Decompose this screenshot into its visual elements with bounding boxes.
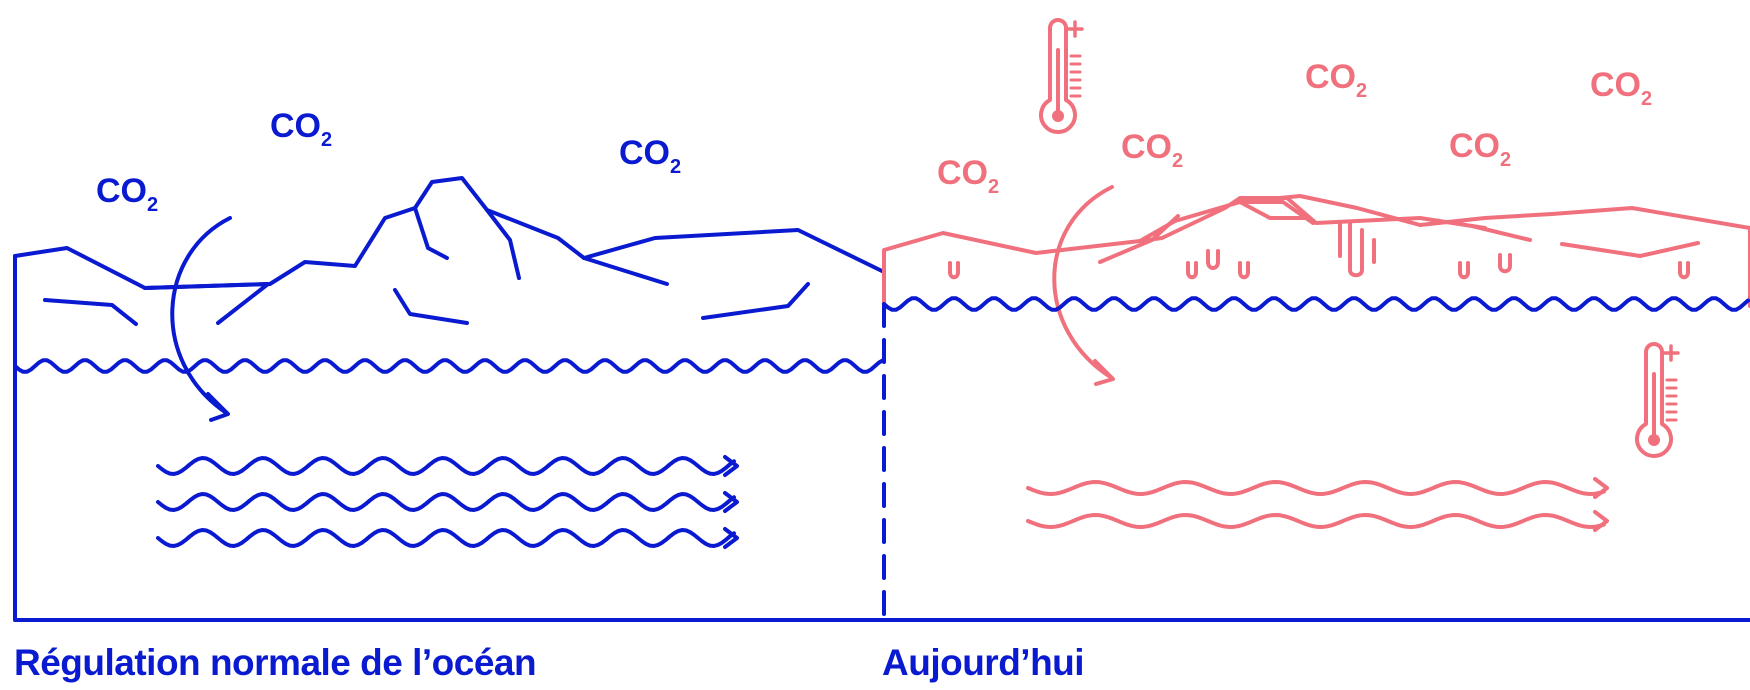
current-arrowhead [1593, 510, 1609, 532]
today-panel-caption: Aujourd’hui [882, 642, 1085, 683]
normal-ice-crack [582, 256, 669, 286]
co2-label: CO2 [1449, 127, 1511, 171]
co2-absorption-arrow [170, 216, 232, 414]
co2-label: CO2 [1305, 58, 1367, 102]
today-melt-pools [948, 249, 1690, 280]
current-arrowhead [723, 455, 739, 477]
today-ice-crack [1338, 220, 1376, 278]
current-arrowhead [1593, 477, 1609, 499]
today-ice-crack [1098, 214, 1180, 264]
co2-label: CO2 [270, 107, 332, 151]
today-sea-surface-wave [882, 296, 1750, 312]
current-arrow [156, 492, 736, 512]
normal-panel [13, 176, 1750, 622]
today-ice-sheet [1418, 206, 1750, 308]
today-ice-crack [1560, 241, 1700, 258]
normal-ice-crack [43, 298, 138, 326]
today-co2-absorption-arrowhead [1093, 359, 1115, 386]
normal-panel-caption: Régulation normale de l’océan [14, 642, 537, 683]
thermometer-icon [1039, 18, 1084, 134]
normal-sea-surface-wave [13, 358, 885, 374]
current-arrow [1026, 513, 1606, 529]
current-arrow [156, 528, 736, 548]
co2-label: CO2 [96, 172, 158, 216]
normal-ice-crack [701, 282, 810, 320]
normal-ocean-frame [13, 254, 1750, 622]
today-ice-sheet [1138, 196, 1487, 243]
today-ice-sheet [882, 200, 1315, 306]
today-panel [882, 18, 1750, 532]
today-co2-absorption-arrow [1052, 185, 1114, 380]
today-ice-crack [1470, 224, 1532, 242]
current-arrow [156, 456, 736, 476]
normal-ice-crack [143, 282, 270, 325]
today-ice-crack [1238, 194, 1422, 227]
today-co2-labels: CO2 CO2 CO2 CO2 CO2 [937, 58, 1652, 198]
co2-label: CO2 [937, 154, 999, 198]
co2-label: CO2 [1590, 66, 1652, 110]
normal-co2-labels: CO2 CO2 CO2 [96, 107, 681, 216]
thermometer-icon [1635, 342, 1680, 458]
today-ice-crack [1238, 200, 1307, 220]
normal-ice-crack [485, 208, 521, 280]
normal-ice-crack [393, 288, 469, 325]
current-arrowhead [723, 527, 739, 549]
normal-ice-crack [413, 206, 449, 260]
current-arrowhead [723, 491, 739, 513]
current-arrow [1026, 480, 1606, 496]
normal-deep-currents [156, 455, 739, 549]
co2-label: CO2 [619, 134, 681, 178]
co2-absorption-arrowhead [206, 392, 230, 422]
co2-label: CO2 [1121, 128, 1183, 172]
today-deep-currents [1026, 477, 1609, 532]
